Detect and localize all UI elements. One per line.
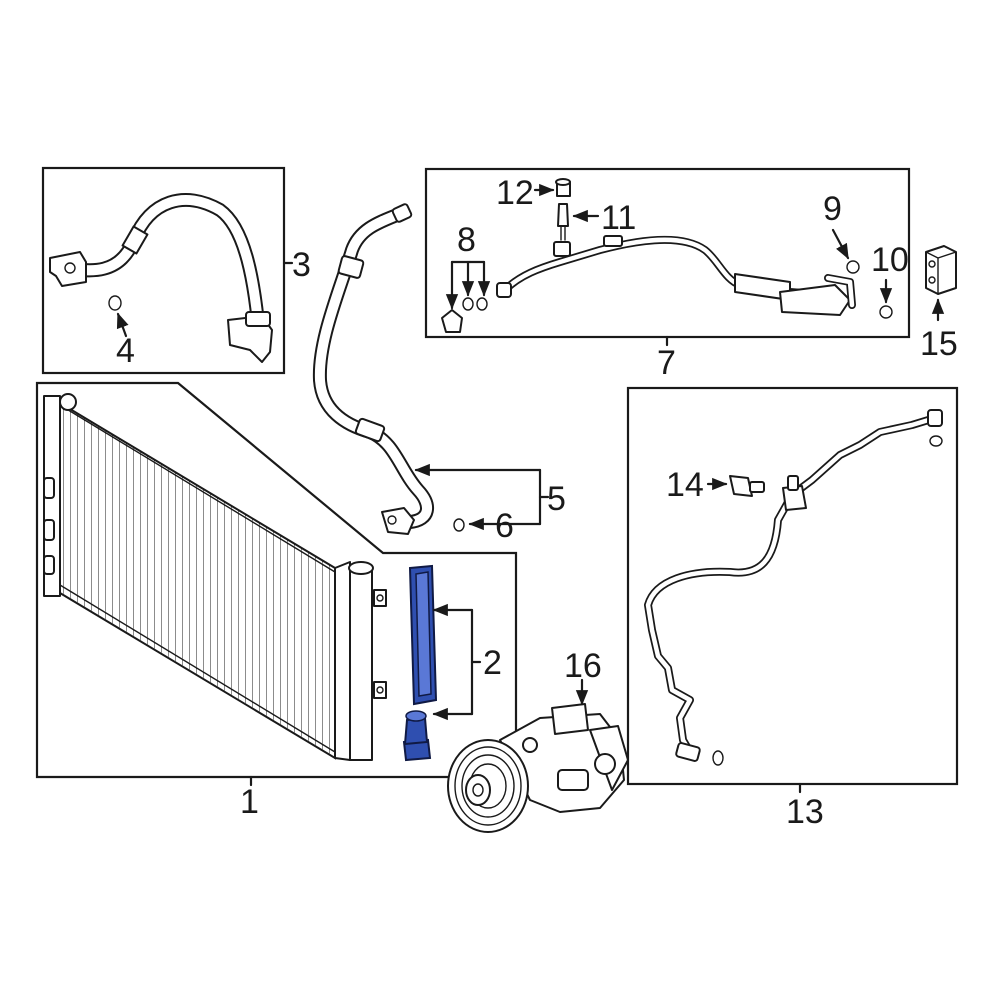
- condenser-group: [35, 381, 518, 787]
- hose-fitting-left: [49, 251, 87, 287]
- box-hose-3: [41, 166, 286, 375]
- o-ring-6: [453, 518, 465, 532]
- o-ring-4: [108, 295, 122, 311]
- callout-6: 6: [495, 507, 514, 545]
- callout-12: 12: [496, 174, 534, 212]
- pressure-sensor-14: [729, 475, 753, 497]
- callout-1: 1: [240, 783, 259, 821]
- suction-hose-group: [312, 203, 550, 535]
- callout-11: 11: [601, 199, 636, 237]
- callout-10: 10: [871, 241, 909, 279]
- liquid-line-group: [424, 167, 911, 347]
- callout-labels: 1 2 3 4 5 6 7 8 9 10 11 12 13 14 15 16: [116, 174, 958, 831]
- callout-16: 16: [564, 647, 602, 685]
- box-condenser-1: [35, 381, 518, 779]
- callout-4: 4: [116, 332, 135, 370]
- box-line-13: [626, 386, 959, 786]
- callout-8: 8: [457, 221, 476, 259]
- hose-5-fitting: [381, 507, 415, 535]
- callout-5: 5: [547, 480, 566, 518]
- compressor-16: [447, 678, 629, 833]
- pressure-line-group: [626, 386, 959, 794]
- o-ring-9: [846, 260, 860, 274]
- callout-2: 2: [483, 644, 502, 682]
- service-valve-8: [441, 309, 463, 333]
- callout-15: 15: [920, 325, 958, 363]
- callout-9: 9: [823, 190, 842, 228]
- discharge-hose-group: [41, 166, 294, 375]
- receiver-dryer-2[interactable]: [402, 564, 482, 762]
- callout-14: 14: [666, 466, 704, 504]
- o-ring-10: [879, 305, 893, 319]
- pressure-switch-15: [925, 245, 957, 322]
- callout-3: 3: [292, 246, 311, 284]
- callout-7: 7: [657, 344, 676, 382]
- callout-13: 13: [786, 793, 824, 831]
- valve-core-11: [557, 203, 569, 227]
